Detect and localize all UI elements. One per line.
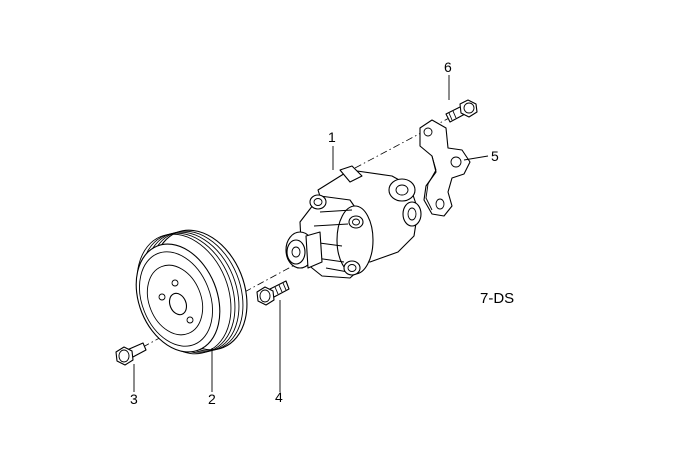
pump-bolt [256,280,290,306]
callout-2: 2 [208,391,216,407]
diagram-code: 7-DS [480,290,515,307]
bracket [419,119,471,217]
pulley [135,229,248,355]
callout-1: 1 [328,129,336,145]
bracket-bolt [445,99,478,123]
power-steering-pump [285,165,422,279]
pulley-bolt [115,342,147,366]
callout-4: 4 [275,389,283,405]
callout-3: 3 [130,391,138,407]
callout-5: 5 [491,148,499,164]
leader-line-5 [463,155,489,161]
callout-6: 6 [444,59,452,75]
